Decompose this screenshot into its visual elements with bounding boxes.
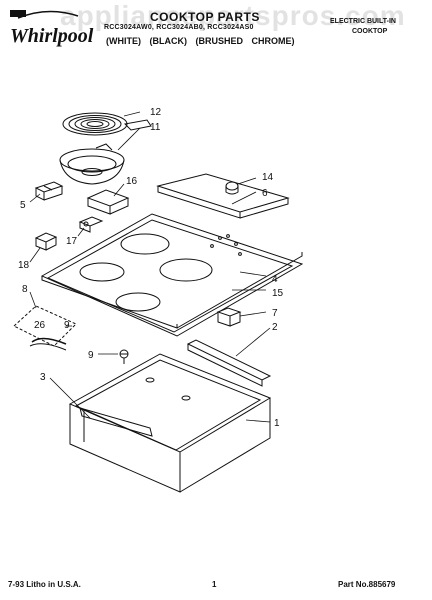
side-bracket — [186, 339, 272, 387]
screw — [119, 349, 129, 364]
callout-4: 4 — [272, 274, 278, 285]
terminal-block — [34, 181, 64, 201]
burner-box — [68, 353, 272, 493]
logo-badge-icon — [10, 10, 26, 17]
watermark: appliancepartspros.com — [60, 0, 406, 31]
control-panel — [156, 173, 290, 219]
callout-12: 12 — [150, 107, 162, 118]
callout-11: 11 — [150, 122, 161, 133]
receptacle — [34, 232, 58, 251]
drip-bowl — [59, 143, 125, 185]
footer-part-number: Part No.885679 — [338, 580, 396, 589]
cooktop-top — [40, 213, 304, 337]
product-line-2: COOKTOP — [352, 28, 388, 35]
callout-16: 16 — [126, 176, 138, 187]
callout-9: 9 — [88, 350, 94, 361]
wiring-harness-group — [13, 305, 77, 351]
callout-18: 18 — [18, 260, 30, 271]
model-numbers: RCC3024AW0, RCC3024AB0, RCC3024AS0 — [104, 24, 254, 31]
footer-page-number: 1 — [212, 580, 217, 589]
element-bracket — [216, 307, 242, 327]
callout-3: 3 — [40, 372, 46, 383]
page-title: COOKTOP PARTS — [150, 10, 260, 24]
infinite-switch — [225, 181, 239, 195]
callout-9-small: 9 — [64, 320, 70, 331]
mounting-bracket — [78, 216, 104, 233]
brand-name: Whirlpool — [10, 25, 94, 47]
callout-7: 7 — [272, 308, 278, 319]
callout-17: 17 — [66, 236, 78, 247]
receptacle-clip — [86, 189, 130, 215]
surface-element-coil — [62, 112, 152, 136]
callout-8: 8 — [22, 284, 28, 295]
callout-5: 5 — [20, 200, 26, 211]
footer-litho: 7-93 Litho in U.S.A. — [8, 580, 81, 589]
callout-26: 26 — [34, 320, 46, 331]
callout-15: 15 — [272, 288, 284, 299]
callout-1: 1 — [274, 418, 280, 429]
callout-6: 6 — [262, 188, 268, 199]
callout-14: 14 — [262, 172, 274, 183]
product-line-1: ELECTRIC BUILT-IN — [330, 18, 396, 25]
color-variants: (WHITE) (BLACK) (BRUSHED CHROME) — [106, 36, 295, 46]
callout-2: 2 — [272, 322, 278, 333]
brand-logo: Whirlpool — [8, 8, 94, 48]
